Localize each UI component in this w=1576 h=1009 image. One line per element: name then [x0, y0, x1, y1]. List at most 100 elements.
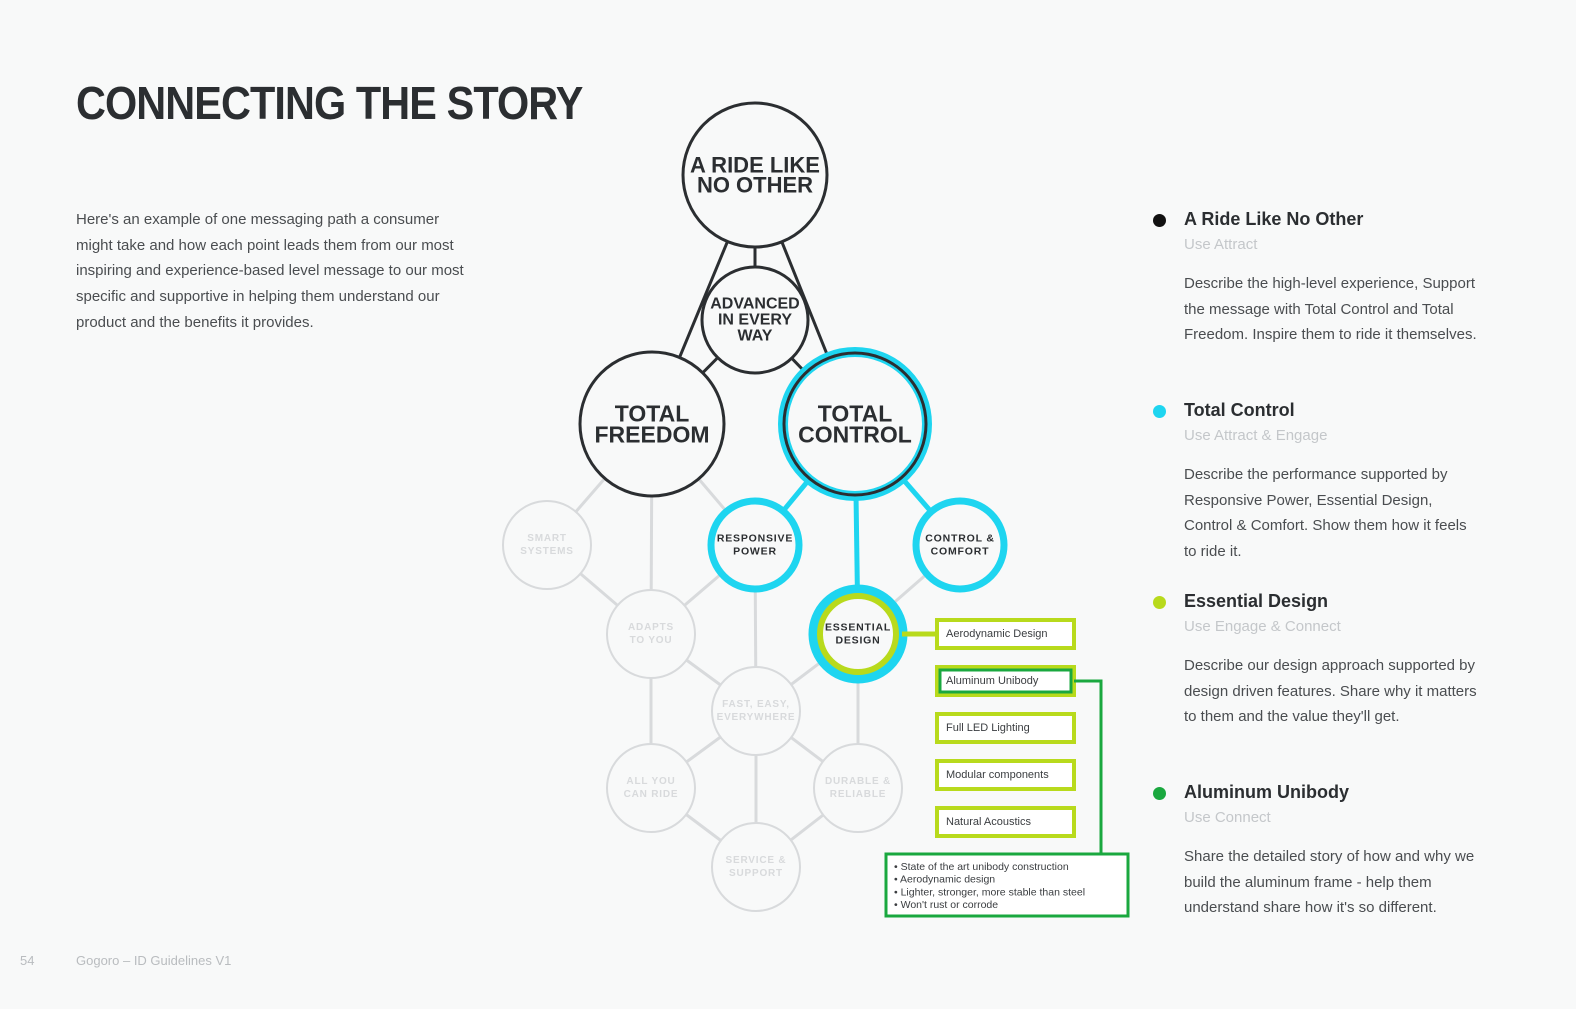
legend-item-total-control: Total Control Use Attract & Engage Descr… [1150, 396, 1480, 587]
node-label: CONTROL [798, 422, 912, 448]
node-label: RESPONSIVE [717, 533, 793, 545]
detail-connector [1074, 679, 1103, 854]
feature-label: Aluminum Unibody [946, 675, 1039, 687]
feature-box: Natural Acoustics [935, 806, 1076, 838]
node-ring [711, 822, 801, 912]
node-label: WAY [738, 328, 773, 345]
node-label: ESSENTIAL [825, 622, 891, 634]
node-ring [707, 497, 803, 593]
node-label: COMFORT [931, 546, 990, 558]
feature-label: Natural Acoustics [946, 816, 1031, 828]
node-ring [502, 500, 592, 590]
legend-desc: Describe the performance supported by Re… [1184, 466, 1467, 561]
feature-box-frame [935, 712, 1076, 744]
node-fast: FAST, EASY, EVERYWHERE [711, 666, 801, 756]
node-label: TOTAL [818, 401, 893, 427]
unibody-detail-box: • State of the art unibody construction•… [884, 852, 1130, 918]
detail-bullet: • Won't rust or corrode [894, 899, 998, 911]
detail-bullet: • State of the art unibody construction [894, 861, 1069, 873]
legend-name: Total Control [1184, 400, 1295, 420]
node-label: RELIABLE [830, 789, 886, 800]
detail-bullet: • Aerodynamic design [894, 874, 995, 886]
legend-use: Use Engage & Connect [1184, 618, 1341, 635]
legend-desc: Describe the high-level experience, Supp… [1184, 275, 1477, 344]
node-label: SUPPORT [729, 868, 783, 879]
node-label: NO OTHER [697, 173, 813, 198]
legend-desc: Share the detailed story of how and why … [1184, 848, 1475, 917]
node-label: POWER [733, 546, 777, 558]
node-label: DESIGN [835, 635, 880, 647]
node-label: SYSTEMS [520, 546, 573, 557]
legend-dot [1153, 596, 1166, 609]
node-allride: ALL YOU CAN RIDE [606, 743, 696, 833]
detail-box-frame [884, 852, 1130, 918]
node-ring [700, 265, 810, 375]
legend-name: A Ride Like No Other [1184, 209, 1364, 229]
feature-label: Aerodynamic Design [946, 628, 1048, 640]
node-label: SMART [527, 533, 567, 544]
legend-name: Essential Design [1184, 591, 1329, 611]
feature-box-frame [935, 759, 1076, 791]
legend-desc: Describe our design approach supported b… [1184, 657, 1477, 726]
page-title: CONNECTING THE STORY [76, 77, 583, 129]
node-label: ADVANCED [710, 296, 799, 313]
node-label: FREEDOM [595, 422, 710, 448]
node-label: CAN RIDE [624, 789, 679, 800]
node-ring [606, 743, 696, 833]
node-ring [578, 350, 726, 498]
node-label: TO YOU [630, 635, 673, 646]
feature-label: Modular components [946, 769, 1049, 781]
node-label: EVERYWHERE [717, 712, 796, 723]
node-ring [912, 497, 1008, 593]
node-ring-inner [817, 593, 899, 675]
node-service: SERVICE & SUPPORT [711, 822, 801, 912]
feature-box: Aerodynamic Design [935, 618, 1076, 650]
feature-box-frame [935, 665, 1076, 697]
node-ring [711, 666, 801, 756]
page-number: 54 [20, 953, 35, 968]
feature-box: Modular components [935, 759, 1076, 791]
node-ring [606, 589, 696, 679]
legend-use: Use Attract & Engage [1184, 427, 1328, 444]
node-ring-inner [782, 351, 928, 497]
footer-doc-title: Gogoro – ID Guidelines V1 [76, 953, 232, 968]
node-label: ALL YOU [626, 776, 675, 787]
feature-label: Full LED Lighting [946, 722, 1030, 734]
node-comfort: CONTROL &COMFORT [912, 497, 1008, 593]
feature-box: Full LED Lighting [935, 712, 1076, 744]
node-adapts: ADAPTS TO YOU [606, 589, 696, 679]
legend-item-ride: A Ride Like No Other Use Attract Describ… [1150, 205, 1480, 396]
legend-dot [1153, 405, 1166, 418]
node-durable: DURABLE & RELIABLE [813, 743, 903, 833]
legend-item-essential-design: Essential Design Use Engage & Connect De… [1150, 587, 1480, 778]
node-ring [813, 743, 903, 833]
node-label: FAST, EASY, [722, 699, 790, 710]
feature-box-frame [935, 806, 1076, 838]
node-label: A RIDE LIKE [690, 153, 820, 178]
node-label: SERVICE & [726, 855, 787, 866]
legend-use: Use Attract [1184, 236, 1258, 253]
legend-use: Use Connect [1184, 809, 1271, 826]
legend-dot [1153, 214, 1166, 227]
node-label: DURABLE & [825, 776, 891, 787]
feature-box-frame-inner [938, 668, 1073, 694]
node-smart: SMART SYSTEMS [502, 500, 592, 590]
legend-name: Aluminum Unibody [1184, 782, 1349, 802]
node-label: TOTAL [615, 401, 690, 427]
intro-paragraph: Here's an example of one messaging path … [76, 211, 464, 331]
node-label: ADAPTS [628, 622, 674, 633]
legend: A Ride Like No Other Use Attract Describ… [1150, 205, 1480, 921]
node-label: IN EVERY [718, 312, 792, 329]
node-label: CONTROL & [925, 533, 994, 545]
legend-item-aluminum-unibody: Aluminum Unibody Use Connect Share the d… [1150, 778, 1480, 921]
legend-dot [1153, 787, 1166, 800]
feature-box: Aluminum Unibody [935, 665, 1076, 697]
feature-box-frame [935, 618, 1076, 650]
detail-bullet: • Lighter, stronger, more stable than st… [894, 886, 1085, 898]
